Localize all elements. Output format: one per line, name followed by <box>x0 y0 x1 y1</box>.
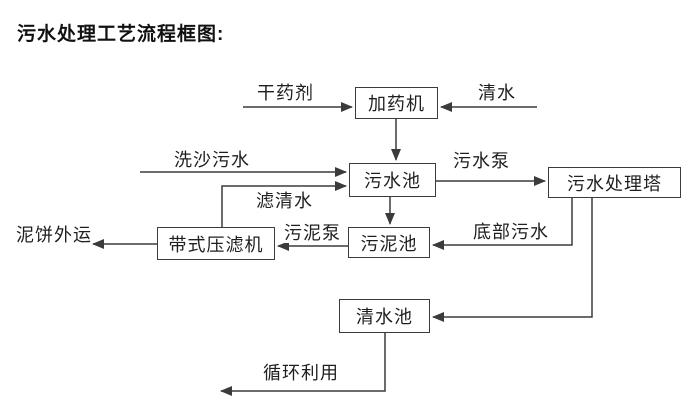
arrow-clean-water-pool-to-recycle <box>220 333 386 396</box>
node-clean-water-pool: 清水池 <box>339 299 430 333</box>
label-recycle-use: 循环利用 <box>263 363 339 383</box>
arrow-tower-to-clean-water-pool <box>432 198 593 322</box>
label-clean-water: 清水 <box>478 83 516 103</box>
label-bottom-sewage: 底部污水 <box>473 222 549 242</box>
label-sand-washing-sewage: 洗沙污水 <box>174 150 250 170</box>
node-sludge-pool: 污泥池 <box>348 227 430 258</box>
node-sewage-treatment-tower: 污水处理塔 <box>548 167 681 198</box>
arrow-filtered-water-to-sewage-pool <box>221 181 347 227</box>
label-mud-cake-out: 泥饼外运 <box>16 225 92 245</box>
node-dosing-machine: 加药机 <box>355 87 438 119</box>
label-sludge-pump: 污泥泵 <box>284 223 341 243</box>
page-title: 污水处理工艺流程框图: <box>17 24 225 45</box>
label-dry-agent: 干药剂 <box>257 83 314 103</box>
label-filtered-water: 滤清水 <box>256 191 313 211</box>
node-belt-filter-press: 带式压滤机 <box>157 227 275 260</box>
label-sewage-pump: 污水泵 <box>453 151 510 171</box>
node-sewage-pool: 污水池 <box>349 163 436 197</box>
arrow-tower-bottom-sewage-to-sludge-pool <box>432 198 573 250</box>
